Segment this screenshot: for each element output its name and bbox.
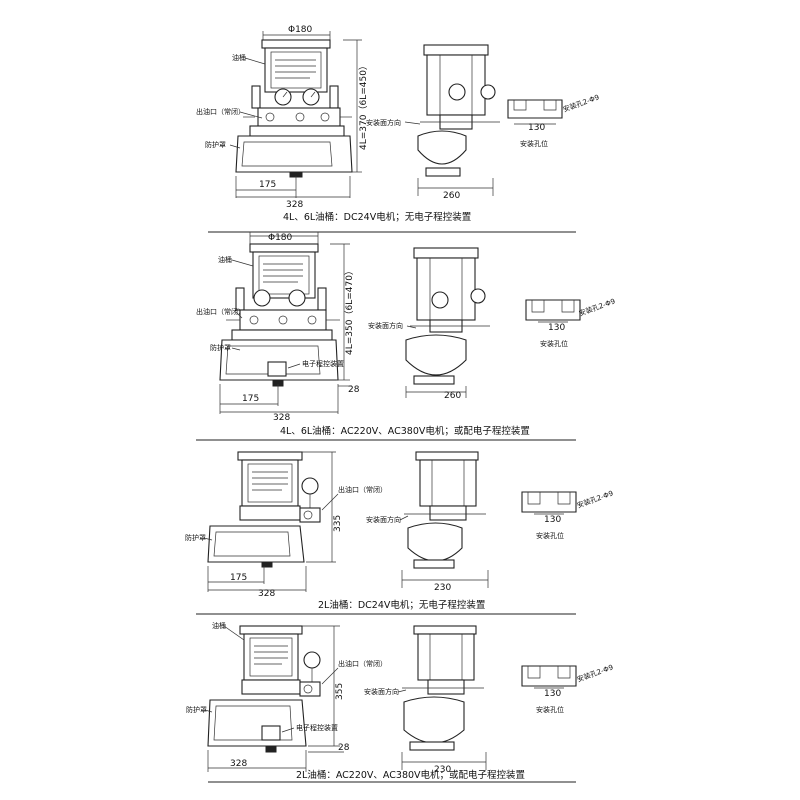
width-328-label: 328 xyxy=(286,200,303,210)
tank-label: 油桶 xyxy=(218,255,232,264)
mounting-holes-view: 130 安装孔2-Φ9 安装孔位 xyxy=(507,92,601,148)
width-260-label: 260 xyxy=(444,391,461,401)
height-label: 355 xyxy=(335,683,345,700)
install-direction-label: 安装面方向 xyxy=(366,118,401,127)
pump-side-view: 安装面方向 230 xyxy=(366,451,489,593)
pump-side-view: 安装面方向 260 xyxy=(368,247,490,401)
hole-spacing-label: 130 xyxy=(548,323,565,333)
pump-front-view: 出油口（常闭） 防护罩 335 175 328 xyxy=(185,451,387,599)
hole-position-label: 安装孔位 xyxy=(540,339,568,348)
width-230-label: 230 xyxy=(434,583,451,593)
height-28-label: 28 xyxy=(338,743,350,753)
mounting-holes-view: 130 安装孔2-Φ9 安装孔位 xyxy=(521,662,615,714)
height-label: 4L=350（6L=470） xyxy=(344,266,355,355)
pump-side-view: 安装面方向 260 xyxy=(366,44,500,201)
panel-2: Φ180 油桶 出油口（常闭） xyxy=(196,232,617,441)
mounting-holes-view: 130 安装孔2-Φ9 安装孔位 xyxy=(525,296,617,348)
diameter-label: Φ180 xyxy=(288,25,313,35)
install-direction-label: 安装面方向 xyxy=(368,321,403,330)
panel-caption: 2L油桶：DC24V电机；无电子程控装置 xyxy=(318,599,485,611)
panel-caption: 4L、6L油桶：DC24V电机；无电子程控装置 xyxy=(283,211,471,223)
pump-front-view: 油桶 出油口（常闭） 防护罩 电子程控装置 355 28 328 xyxy=(186,621,387,772)
panel-1: Φ180 xyxy=(196,25,601,233)
pump-front-view: Φ180 xyxy=(196,25,369,210)
controller-label: 电子程控装置 xyxy=(302,359,344,368)
width-328-label: 328 xyxy=(273,413,290,423)
panel-4: 油桶 出油口（常闭） 防护罩 电子程控装置 355 28 328 xyxy=(186,621,615,783)
panel-caption: 2L油桶：AC220V、AC380V电机；或配电子程控装置 xyxy=(296,769,525,781)
mounting-holes-label: 安装孔2-Φ9 xyxy=(576,662,615,683)
width-175-label: 175 xyxy=(242,394,259,404)
install-direction-label: 安装面方向 xyxy=(366,515,401,524)
mounting-holes-view: 130 安装孔2-Φ9 安装孔位 xyxy=(521,488,615,540)
height-28-label: 28 xyxy=(348,385,360,395)
height-label: 4L=370（6L=450） xyxy=(358,61,369,150)
width-175-label: 175 xyxy=(259,180,276,190)
outlet-label: 出油口（常闭） xyxy=(196,307,245,316)
width-260-label: 260 xyxy=(443,191,460,201)
guard-label: 防护罩 xyxy=(205,140,226,149)
pump-side-view: 安装面方向 230 xyxy=(364,625,487,775)
outlet-label: 出油口（常闭） xyxy=(338,485,387,494)
guard-label: 防护罩 xyxy=(210,343,231,352)
width-328-label: 328 xyxy=(258,589,275,599)
diameter-label: Φ180 xyxy=(268,233,293,243)
hole-position-label: 安装孔位 xyxy=(520,139,548,148)
hole-spacing-label: 130 xyxy=(544,689,561,699)
guard-label: 防护罩 xyxy=(185,533,206,542)
height-label: 335 xyxy=(333,515,343,532)
panel-caption: 4L、6L油桶：AC220V、AC380V电机；或配电子程控装置 xyxy=(280,425,530,437)
controller-label: 电子程控装置 xyxy=(296,723,338,732)
width-328-label: 328 xyxy=(230,759,247,769)
width-175-label: 175 xyxy=(230,573,247,583)
tank-label: 油桶 xyxy=(232,53,246,62)
outlet-label: 出油口（常闭） xyxy=(338,659,387,668)
mounting-holes-label: 安装孔2-Φ9 xyxy=(578,296,617,317)
hole-spacing-label: 130 xyxy=(544,515,561,525)
install-direction-label: 安装面方向 xyxy=(364,687,399,696)
tank-label: 油桶 xyxy=(212,621,226,630)
guard-label: 防护罩 xyxy=(186,705,207,714)
width-230-label: 230 xyxy=(434,765,451,775)
hole-position-label: 安装孔位 xyxy=(536,705,564,714)
mounting-holes-label: 安装孔2-Φ9 xyxy=(562,92,601,113)
panel-3: 出油口（常闭） 防护罩 335 175 328 安装面方向 xyxy=(185,451,615,615)
hole-position-label: 安装孔位 xyxy=(536,531,564,540)
outlet-label: 出油口（常闭） xyxy=(196,107,245,116)
pump-front-view: Φ180 油桶 出油口（常闭） xyxy=(196,232,360,423)
mounting-holes-label: 安装孔2-Φ9 xyxy=(576,488,615,509)
hole-spacing-label: 130 xyxy=(528,123,545,133)
